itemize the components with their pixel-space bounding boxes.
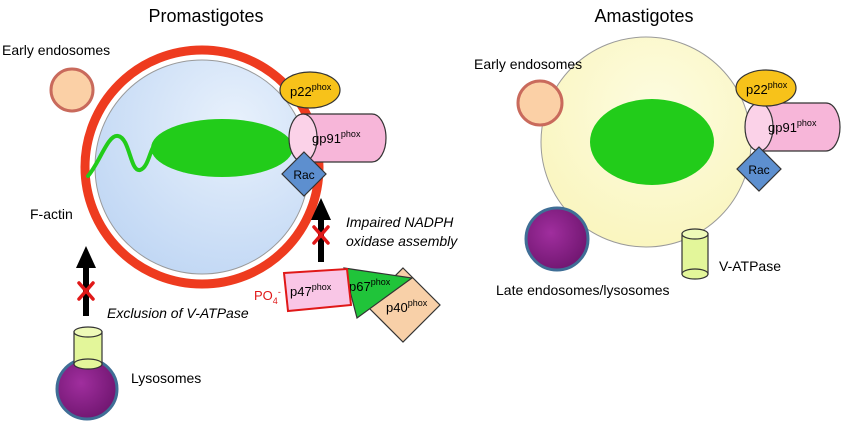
impaired-label-line1: Impaired NADPH — [346, 214, 454, 230]
phosphate-label: PO4- — [254, 287, 281, 306]
impaired-label-line2: oxidase assembly — [346, 233, 458, 249]
block-x-icon — [77, 281, 95, 301]
gp91phox-cylinder: gp91phox — [288, 113, 387, 163]
flagellum — [86, 134, 156, 178]
promastigotes-title: Promastigotes — [148, 6, 263, 26]
early-endosome — [516, 79, 564, 127]
rac-diamond: Rac — [736, 146, 782, 192]
svg-text:p22phox: p22phox — [290, 82, 332, 99]
gp91phox-cylinder: gp91phox — [744, 102, 841, 152]
late-endosomes-label: Late endosomes/lysosomes — [496, 282, 670, 298]
p22phox-ellipse: p22phox — [735, 69, 797, 107]
f-actin-label: F-actin — [30, 206, 73, 222]
exclusion-label: Exclusion of V-ATPase — [107, 305, 249, 321]
svg-text:gp91phox: gp91phox — [768, 118, 817, 135]
p22phox-ellipse: p22phox — [279, 71, 341, 109]
svg-text:Rac: Rac — [748, 163, 769, 177]
rac-diamond: Rac — [281, 151, 327, 197]
v-atpase-label: V-ATPase — [719, 258, 781, 274]
amastigotes-panel: Amastigotes Early endosomes gp91phox p22… — [474, 6, 841, 298]
svg-text:p67phox: p67phox — [349, 277, 391, 294]
promastigote-body — [151, 119, 293, 177]
exclusion-arrow — [76, 246, 96, 316]
early-endosomes-label: Early endosomes — [474, 56, 582, 72]
amastigotes-title: Amastigotes — [594, 6, 693, 26]
svg-text:p40phox: p40phox — [386, 298, 428, 315]
early-endosomes-label: Early endosomes — [2, 42, 110, 58]
block-x-icon — [312, 225, 330, 245]
svg-text:Rac: Rac — [293, 168, 314, 182]
amastigote-body — [590, 99, 714, 185]
early-endosome — [49, 67, 95, 113]
svg-text:gp91phox: gp91phox — [312, 129, 361, 146]
promastigotes-panel: Promastigotes Early endosomes gp91phox p… — [2, 6, 458, 421]
svg-text:p47phox: p47phox — [290, 282, 332, 299]
impaired-assembly-arrow — [311, 198, 331, 262]
v-atpase-cylinder — [73, 326, 103, 370]
v-atpase-cylinder — [681, 228, 709, 280]
late-endosome — [524, 206, 590, 272]
lysosomes-label: Lysosomes — [131, 370, 201, 386]
svg-text:p22phox: p22phox — [746, 80, 788, 97]
p47phox-rect: p47phox — [282, 267, 353, 313]
